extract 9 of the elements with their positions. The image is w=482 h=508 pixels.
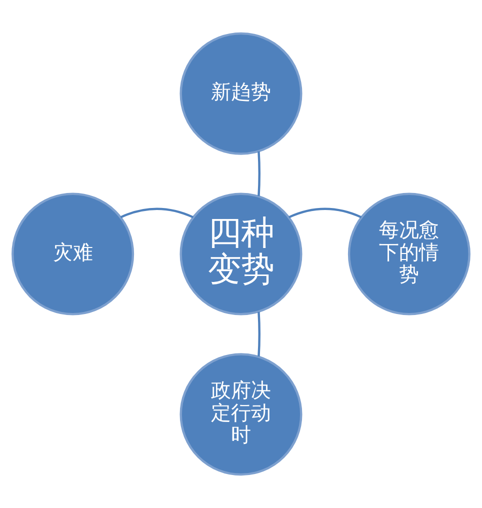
node-circle: 新趋势 — [180, 32, 302, 155]
node-circle: 四种变势 — [180, 192, 302, 316]
connector — [120, 208, 194, 218]
connector — [288, 208, 362, 218]
node-circle: 每况愈下的情势 — [348, 192, 470, 316]
node-circle: 政府决定行动时 — [180, 353, 302, 476]
node-circle: 灾难 — [12, 192, 134, 316]
connector — [258, 312, 260, 357]
connector — [258, 151, 260, 196]
